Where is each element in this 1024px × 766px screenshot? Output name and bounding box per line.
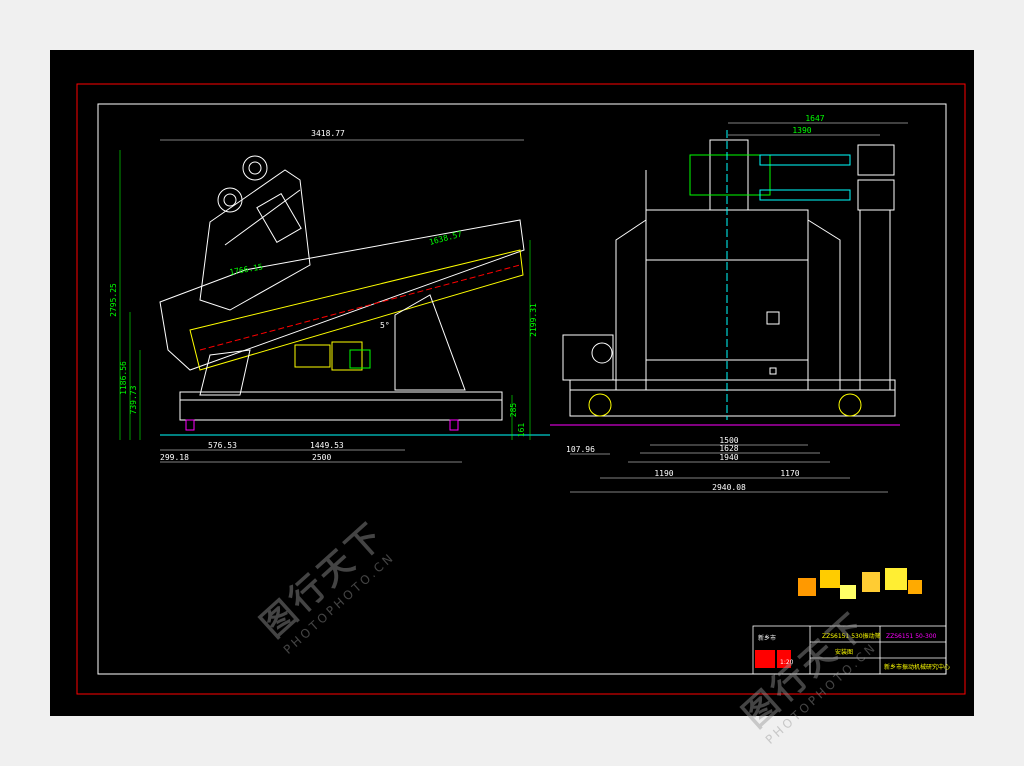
title-drawing-name: ZZS6151 530振动筛: [822, 632, 881, 640]
dim-height-2: 739.73: [129, 385, 138, 414]
title-scale: 1:20: [780, 659, 794, 666]
dim-total-height: 2795.25: [109, 283, 118, 317]
cad-drawing: 3418.77 2795.25 1186.56 739.73 2199.31 2…: [76, 83, 966, 695]
dim-left-half: 1190: [654, 469, 673, 478]
dim-left-offset: 107.96: [566, 445, 595, 454]
dim-foot-height: 161: [517, 423, 526, 438]
vibrator-motor-bottom: [217, 187, 243, 213]
title-block: [752, 625, 947, 675]
outer-frame: [76, 83, 966, 695]
dim-inner-length: 1766.15: [229, 262, 264, 277]
dim-overall-length: 3418.77: [311, 129, 345, 138]
dim-w-1500: 1500: [719, 436, 738, 445]
title-institute: 新乡市振动机械研究中心: [884, 663, 950, 671]
dim-height-1: 1186.56: [119, 361, 128, 395]
dim-right-height: 2199.31: [529, 303, 538, 337]
dim-angle: 5°: [380, 321, 390, 330]
inner-frame: [97, 103, 947, 675]
end-base: [569, 379, 896, 417]
dim-motor-width: 1390: [792, 126, 811, 135]
dim-right-half: 1170: [780, 469, 799, 478]
exciter-frame: [199, 169, 311, 311]
dim-offset-1: 576.53: [208, 441, 237, 450]
title-view-name: 安装图: [835, 648, 853, 656]
base-frame: [179, 391, 503, 421]
side-view: [159, 155, 550, 436]
dim-overall-width: 2940.08: [712, 483, 746, 492]
dim-deck-length: 1638.57: [428, 229, 463, 246]
drawing-sheet: [50, 50, 974, 716]
end-view-dimensions: [570, 122, 908, 493]
mosaic-blur: [798, 568, 922, 599]
motor-top: [857, 144, 895, 176]
dim-offset-2: 299.18: [160, 453, 189, 462]
end-view-dim-text: 1647 1390 1500 1628 1940 107.96 1190 117…: [566, 114, 825, 492]
dim-base-height: 285: [509, 403, 518, 418]
side-view-dimensions: [119, 139, 531, 463]
dim-w-1940: 1940: [719, 453, 738, 462]
vibrator-motor-top: [242, 155, 268, 181]
screen-deck: [189, 249, 524, 371]
dim-span: 1449.53: [310, 441, 344, 450]
side-view-dim-text: 3418.77 2795.25 1186.56 739.73 2199.31 2…: [109, 129, 538, 462]
dim-w-1628: 1628: [719, 444, 738, 453]
dim-base-length: 2500: [312, 453, 331, 462]
title-drawing-number: ZZS6151 50-300: [886, 633, 937, 640]
dim-top-width: 1647: [805, 114, 824, 123]
end-view: [550, 130, 900, 426]
support-right: [394, 294, 466, 391]
title-company: 新乡市: [758, 634, 776, 642]
support-left: [199, 349, 251, 396]
motor-bottom: [857, 179, 895, 211]
screen-box: [159, 219, 525, 371]
